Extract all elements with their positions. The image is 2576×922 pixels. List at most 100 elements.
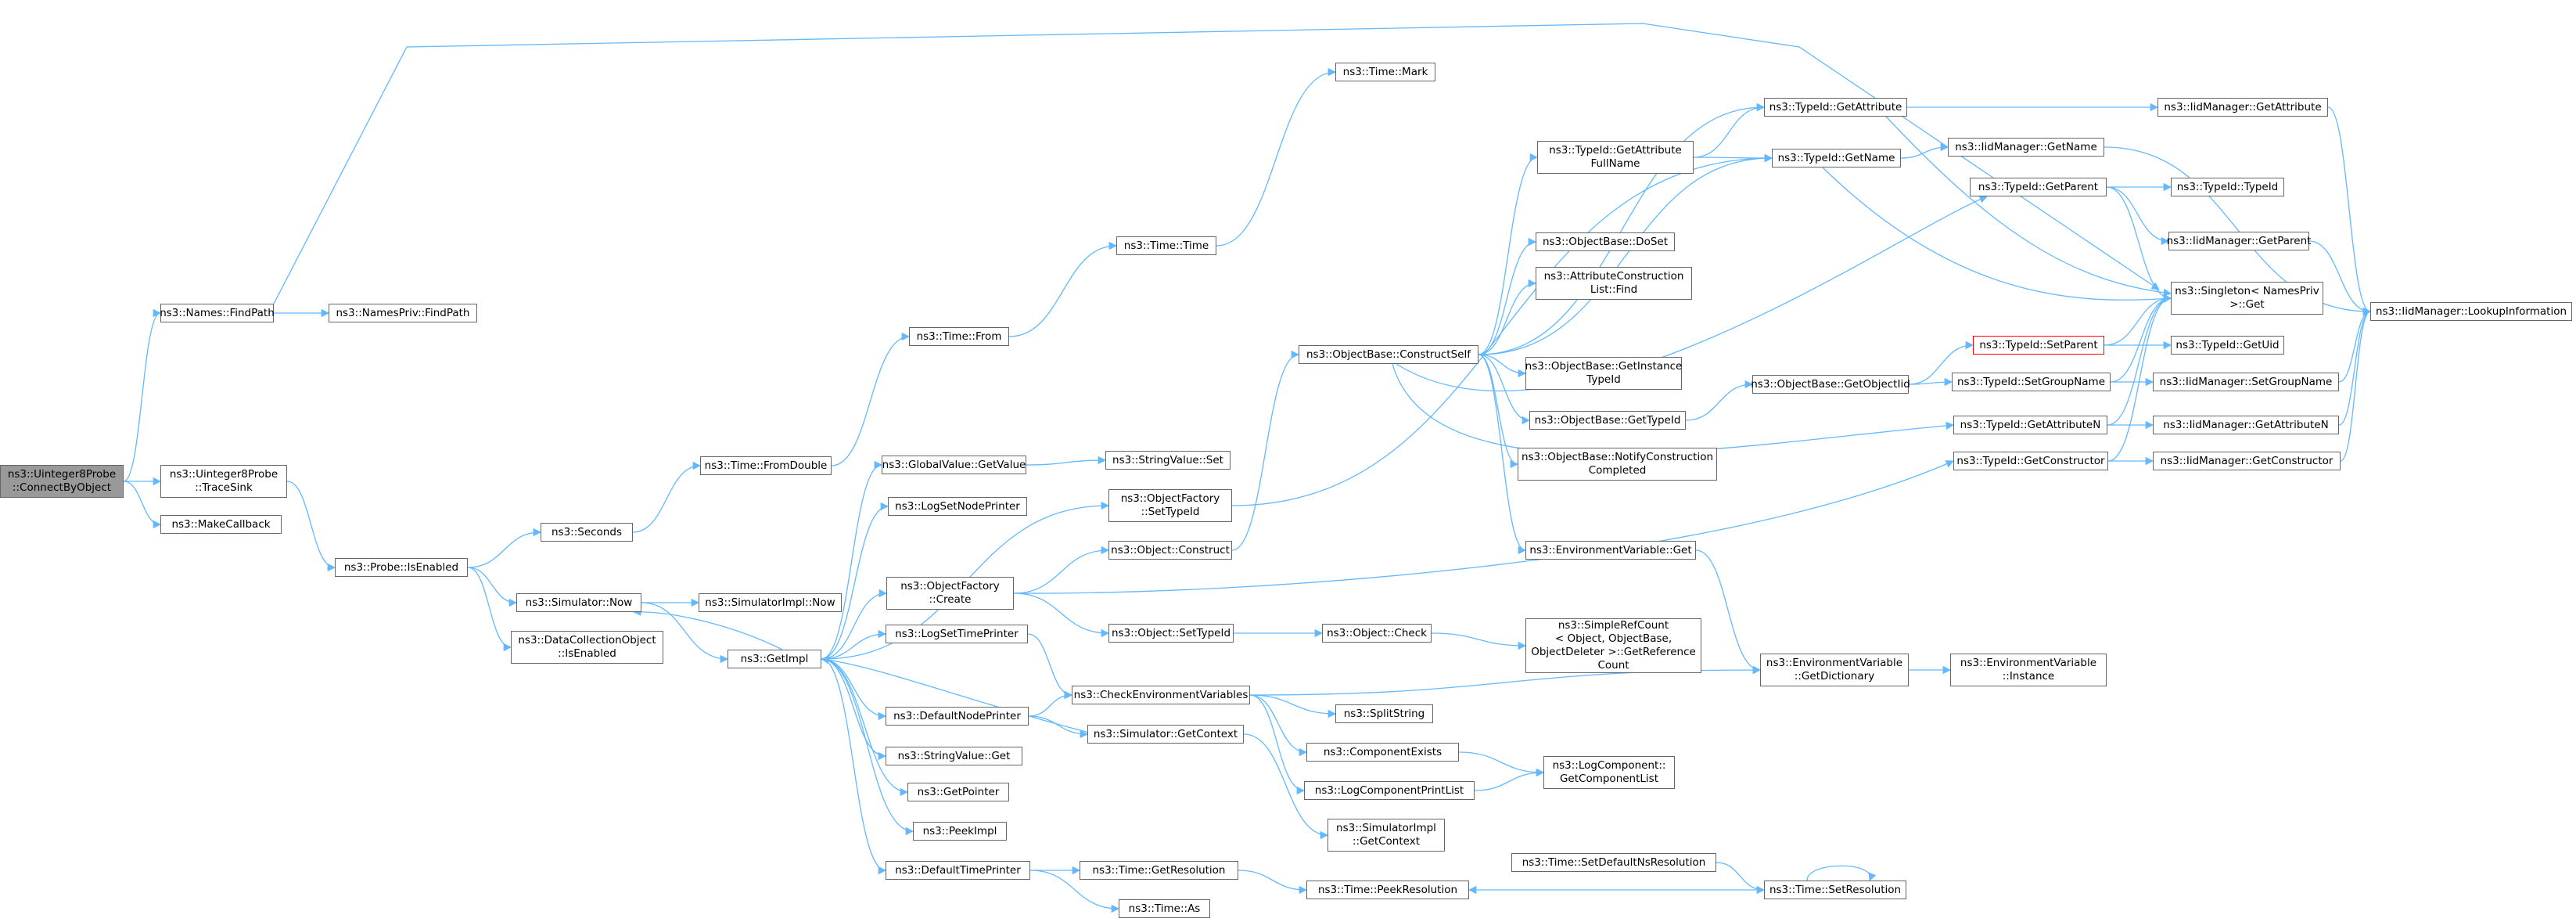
node-tidgetparent[interactable]: ns3::TypeId::GetParent [1970, 178, 2107, 196]
node-timemark[interactable]: ns3::Time::Mark [1335, 63, 1435, 81]
node-compexists[interactable]: ns3::ComponentExists [1306, 743, 1459, 762]
node-ofsettypeid[interactable]: ns3::ObjectFactory ::SetTypeId [1108, 489, 1232, 522]
node-namespriv[interactable]: ns3::NamesPriv::FindPath [329, 304, 477, 322]
node-envget[interactable]: ns3::EnvironmentVariable::Get [1525, 541, 1696, 560]
node-iidgetparent[interactable]: ns3::IidManager::GetParent [2167, 232, 2311, 250]
node-iidgetctor[interactable]: ns3::IidManager::GetConstructor [2153, 452, 2341, 470]
edge-isenabled-to-simnow [467, 567, 518, 607]
node-tidgetctor[interactable]: ns3::TypeId::GetConstructor [1953, 452, 2108, 470]
edge-constructself-to-tidgetattrfull [1478, 153, 1539, 355]
edge-iidgetattrn-to-iidlookup [2338, 307, 2372, 426]
edge-tidgetparent-to-iidgetparent [2106, 186, 2170, 246]
node-logcompprint[interactable]: ns3::LogComponentPrintList [1304, 781, 1475, 800]
node-iidgetattr[interactable]: ns3::IidManager::GetAttribute [2157, 98, 2328, 117]
node-timetime[interactable]: ns3::Time::Time [1116, 236, 1216, 255]
node-timeas[interactable]: ns3::Time::As [1119, 899, 1210, 918]
node-simplerefcount[interactable]: ns3::SimpleRefCount < Object, ObjectBase… [1525, 618, 1701, 673]
node-setres[interactable]: ns3::Time::SetResolution [1764, 881, 1906, 899]
edge-tidgetname-to-iidgetname [1900, 142, 1949, 159]
edge-root-to-findpath [123, 308, 162, 482]
node-svget[interactable]: ns3::StringValue::Get [886, 747, 1022, 765]
node-iidgetname[interactable]: ns3::IidManager::GetName [1948, 138, 2104, 157]
node-obgetobjtid[interactable]: ns3::ObjectBase::GetObjectIid [1751, 375, 1910, 394]
node-svset[interactable]: ns3::StringValue::Set [1105, 451, 1231, 470]
node-tidgetattr[interactable]: ns3::TypeId::GetAttribute [1764, 98, 1907, 117]
node-logsettime[interactable]: ns3::LogSetTimePrinter [886, 625, 1028, 643]
node-setdefns[interactable]: ns3::Time::SetDefaultNsResolution [1511, 853, 1716, 872]
node-makecb[interactable]: ns3::MakeCallback [160, 515, 282, 534]
node-objcheck[interactable]: ns3::Object::Check [1322, 624, 1432, 643]
node-getres[interactable]: ns3::Time::GetResolution [1080, 861, 1238, 880]
node-constructself[interactable]: ns3::ObjectBase::ConstructSelf [1299, 345, 1478, 364]
node-obdoset[interactable]: ns3::ObjectBase::DoSet [1536, 232, 1675, 251]
edge-compexists-to-logcompget [1458, 751, 1545, 777]
node-envinst[interactable]: ns3::EnvironmentVariable ::Instance [1950, 654, 2107, 686]
node-obgetinst[interactable]: ns3::ObjectBase::GetInstance TypeId [1525, 357, 1682, 390]
edge-ofcreate-to-objconstruct [1013, 546, 1110, 594]
node-tidgetname[interactable]: ns3::TypeId::GetName [1772, 149, 1901, 167]
node-logcompget[interactable]: ns3::LogComponent:: GetComponentList [1543, 756, 1675, 789]
node-splitstring[interactable]: ns3::SplitString [1335, 704, 1433, 723]
node-logsetnode[interactable]: ns3::LogSetNodePrinter [888, 497, 1027, 516]
edge-constructself-to-tidgetattr [1478, 103, 1766, 355]
edge-logsettime-to-checkenv [1027, 633, 1073, 700]
node-fromdouble[interactable]: ns3::Time::FromDouble [700, 456, 832, 475]
node-checkenv[interactable]: ns3::CheckEnvironmentVariables [1072, 686, 1250, 704]
node-objconstruct[interactable]: ns3::Object::Construct [1108, 541, 1232, 560]
node-tidgetattrn[interactable]: ns3::TypeId::GetAttributeN [1953, 416, 2107, 434]
edge-getimpl-to-deftimeprinter [821, 658, 887, 875]
node-obgettypeid[interactable]: ns3::ObjectBase::GetTypeId [1529, 411, 1686, 430]
edge-tidgetattrfull-to-tidgetname [1693, 153, 1773, 163]
edge-ofcreate-to-objsettypeid [1013, 592, 1110, 638]
node-tidtypeid[interactable]: ns3::TypeId::TypeId [2171, 178, 2284, 196]
node-attrconstruct[interactable]: ns3::AttributeConstruction List::Find [1536, 267, 1692, 300]
node-findpath[interactable]: ns3::Names::FindPath [160, 304, 275, 322]
edge-constructself-to-tidgetparent [1396, 195, 1988, 392]
node-peekimpl[interactable]: ns3::PeekImpl [913, 822, 1007, 841]
node-simnow[interactable]: ns3::Simulator::Now [516, 593, 641, 612]
edge-simgetctx-to-getimpl [820, 655, 1096, 735]
edge-tidgetparent-to-singleton [2106, 186, 2172, 303]
node-simgetctx[interactable]: ns3::Simulator::GetContext [1087, 725, 1244, 744]
edge-constructself-to-envget [1478, 354, 1527, 555]
edge-tidsetgroup-to-singleton [2110, 294, 2172, 383]
node-simimplctx[interactable]: ns3::SimulatorImpl ::GetContext [1328, 819, 1445, 852]
node-iidlookup[interactable]: ns3::IidManager::LookupInformation [2370, 302, 2572, 321]
edge-tidgetctor-to-singleton [2107, 294, 2172, 462]
node-defnodeprinter[interactable]: ns3::DefaultNodePrinter [886, 707, 1029, 726]
edge-getimpl-to-gvgetvalue [821, 460, 883, 660]
edge-envget-to-envdict [1695, 549, 1762, 675]
node-timefrom[interactable]: ns3::Time::From [909, 327, 1009, 346]
node-ofcreate[interactable]: ns3::ObjectFactory ::Create [886, 577, 1014, 610]
node-tidsetparent[interactable]: ns3::TypeId::SetParent [1973, 336, 2104, 355]
node-envdict[interactable]: ns3::EnvironmentVariable ::GetDictionary [1760, 654, 1909, 686]
edge-fromdouble-to-timefrom [831, 332, 911, 466]
edge-checkenv-to-envdict [1249, 665, 1762, 696]
edge-defnodeprinter-to-checkenv [1028, 690, 1073, 717]
edge-defnodeprinter-to-simgetctx [1028, 715, 1089, 739]
node-obnotify[interactable]: ns3::ObjectBase::NotifyConstruction Comp… [1518, 448, 1717, 481]
node-simimplnow[interactable]: ns3::SimulatorImpl::Now [699, 593, 842, 612]
node-tidgetattrfull[interactable]: ns3::TypeId::GetAttribute FullName [1537, 141, 1694, 174]
node-singleton[interactable]: ns3::Singleton< NamesPriv >::Get [2171, 282, 2323, 315]
node-iidsetgroup[interactable]: ns3::IidManager::SetGroupName [2153, 373, 2339, 391]
node-tracesink[interactable]: ns3::Uinteger8Probe ::TraceSink [160, 465, 287, 498]
node-seconds[interactable]: ns3::Seconds [541, 523, 633, 542]
node-objsettypeid[interactable]: ns3::Object::SetTypeId [1108, 624, 1234, 643]
edge-getres-to-peekres [1238, 870, 1308, 895]
edge-obgetobjtid-to-tidsetparent [1908, 340, 1974, 385]
node-dcoenabled[interactable]: ns3::DataCollectionObject ::IsEnabled [511, 631, 663, 664]
node-getpointer[interactable]: ns3::GetPointer [907, 783, 1009, 801]
node-gvgetvalue[interactable]: ns3::GlobalValue::GetValue [882, 456, 1026, 474]
node-deftimeprinter[interactable]: ns3::DefaultTimePrinter [886, 861, 1030, 880]
node-getimpl[interactable]: ns3::GetImpl [728, 650, 821, 668]
node-tidsetgroup[interactable]: ns3::TypeId::SetGroupName [1952, 373, 2111, 391]
node-peekres[interactable]: ns3::Time::PeekResolution [1306, 881, 1469, 899]
node-tidgetuid[interactable]: ns3::TypeId::GetUid [2171, 336, 2284, 355]
edge-timefrom-to-timetime [1008, 241, 1118, 337]
node-isenabled[interactable]: ns3::Probe::IsEnabled [335, 558, 468, 577]
node-iidgetattrn[interactable]: ns3::IidManager::GetAttributeN [2153, 416, 2339, 434]
edge-logcompprint-to-logcompget [1474, 768, 1545, 791]
edge-constructself-to-tidgetname [1478, 153, 1773, 355]
